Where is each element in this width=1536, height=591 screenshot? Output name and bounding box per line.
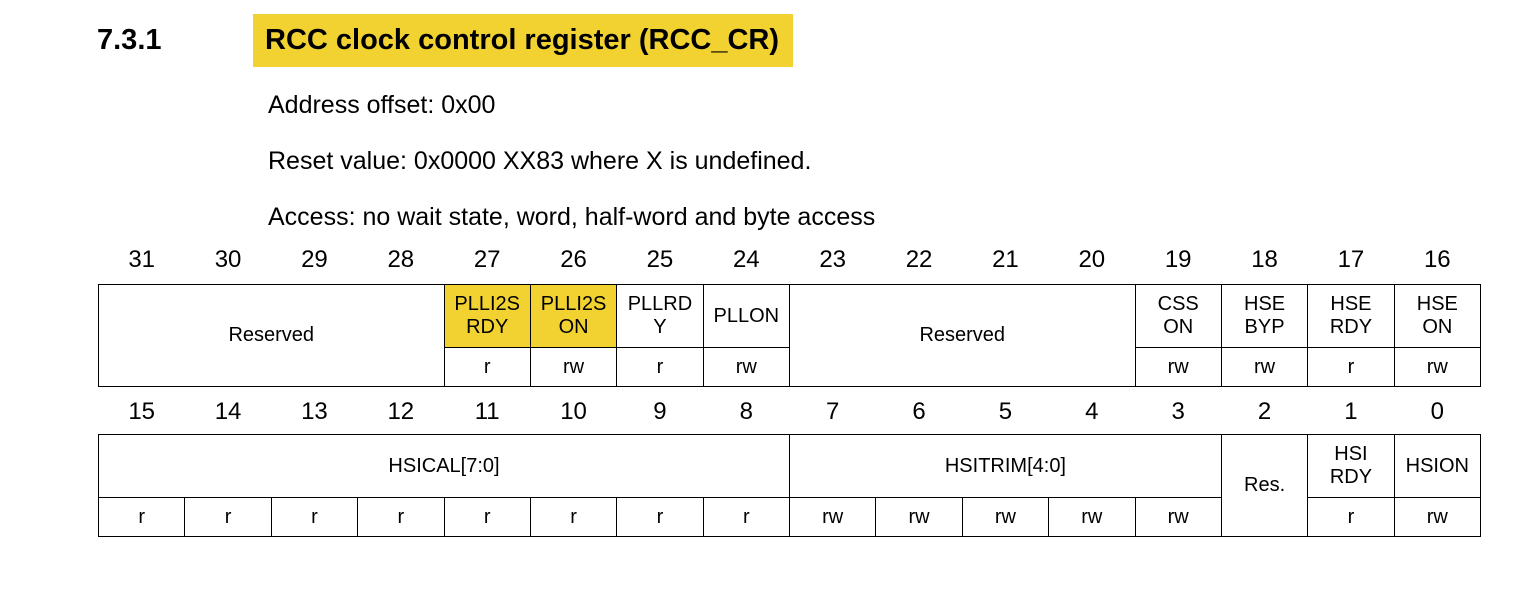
bit-number-16: 16 (1423, 246, 1451, 273)
field-plli2srdy: PLLI2S RDY (443, 284, 531, 348)
bit-number-25: 25 (646, 246, 674, 273)
bit-number-3: 3 (1171, 398, 1185, 425)
field-reserved-31-28: Reserved (98, 284, 445, 387)
field-reserved-23-20: Reserved (789, 284, 1136, 387)
register-description: Address offset: 0x00 Reset value: 0x0000… (268, 92, 1536, 230)
reset-value-line: Reset value: 0x0000 XX83 where X is unde… (268, 147, 812, 175)
bit-number-14: 14 (214, 398, 242, 425)
bit-number-2: 2 (1257, 398, 1272, 425)
field-hserdy: HSE RDY (1307, 284, 1395, 348)
bit-number-28: 28 (387, 246, 415, 273)
bit-number-29: 29 (301, 246, 328, 273)
bit-number-26: 26 (560, 246, 587, 273)
access-bit-26: rw (529, 347, 618, 387)
field-plli2son: PLLI2S ON (529, 284, 618, 348)
section-title: RCC clock control register (RCC_CR) (253, 14, 794, 67)
access-bit-19: rw (1134, 347, 1222, 387)
bit-number-13: 13 (301, 398, 328, 425)
bit-number-7: 7 (826, 398, 840, 425)
access-bit-1: r (1307, 497, 1395, 537)
access-bit-13: r (270, 497, 359, 537)
access-bit-15: r (97, 497, 186, 537)
bit-number-23: 23 (819, 246, 847, 273)
bit-number-12: 12 (387, 398, 415, 425)
address-offset-line: Address offset: 0x00 (268, 91, 496, 119)
bit-number-row-high: 31 30 29 28 27 26 25 24 23 22 21 20 19 1… (99, 230, 1481, 285)
access-bit-4: rw (1048, 497, 1136, 537)
access-bit-25: r (616, 347, 704, 387)
access-bit-3: rw (1134, 497, 1222, 537)
bit-number-27: 27 (473, 246, 501, 273)
access-bit-9: r (616, 497, 704, 537)
access-bit-7: rw (788, 497, 877, 537)
field-hsitrim: HSITRIM[4:0] (789, 434, 1222, 498)
access-bit-16: rw (1393, 347, 1482, 387)
access-bit-10: r (529, 497, 618, 537)
access-line: Access: no wait state, word, half-word a… (268, 203, 876, 231)
section-number: 7.3.1 (97, 24, 162, 56)
access-bit-17: r (1307, 347, 1395, 387)
bit-number-22: 22 (905, 246, 933, 273)
bit-number-9: 9 (653, 398, 667, 425)
access-bit-27: r (443, 347, 531, 387)
bit-number-row-low: 15 14 13 12 11 10 9 8 7 6 5 4 3 2 1 0 (99, 387, 1481, 435)
access-bit-12: r (357, 497, 445, 537)
access-row-low: r r r r r r r r rw rw rw rw rw r rw (97, 497, 1482, 537)
bit-number-21: 21 (992, 246, 1019, 273)
bit-number-18: 18 (1251, 246, 1278, 273)
access-row-high: r rw r rw rw rw r rw (99, 347, 1482, 387)
bit-number-5: 5 (998, 398, 1013, 425)
bit-number-19: 19 (1164, 246, 1192, 273)
register-bitfield-table: 31 30 29 28 27 26 25 24 23 22 21 20 19 1… (97, 230, 1482, 537)
access-bit-6: rw (875, 497, 963, 537)
access-bit-14: r (184, 497, 272, 537)
access-bit-8: r (702, 497, 791, 537)
bit-number-15: 15 (128, 398, 156, 425)
bit-number-4: 4 (1085, 398, 1099, 425)
field-hseon: HSE ON (1393, 284, 1482, 348)
access-bit-0: rw (1393, 497, 1482, 537)
field-reserved-2: Res. (1220, 434, 1309, 537)
bit-number-8: 8 (739, 398, 753, 425)
section-heading: 7.3.1 RCC clock control register (RCC_CR… (97, 14, 1536, 67)
field-row-low: HSICAL[7:0] HSITRIM[4:0] Res. HSI RDY HS… (98, 434, 1482, 537)
bit-number-6: 6 (912, 398, 926, 425)
bit-number-20: 20 (1078, 246, 1106, 273)
bit-number-17: 17 (1337, 246, 1365, 273)
bit-number-24: 24 (732, 246, 760, 273)
bit-number-30: 30 (214, 246, 242, 273)
bit-number-1: 1 (1344, 398, 1358, 425)
field-pllrdy: PLLRD Y (616, 284, 704, 348)
field-hsion: HSION (1393, 434, 1482, 498)
section-title-highlight: RCC clock control register (RCC_CR) (253, 14, 794, 67)
bit-number-11: 11 (474, 398, 500, 425)
field-row-high: Reserved PLLI2S RDY PLLI2S ON PLLRD Y PL… (98, 284, 1482, 387)
access-bit-11: r (443, 497, 531, 537)
bit-number-31: 31 (128, 246, 156, 273)
field-hsirdy: HSI RDY (1307, 434, 1395, 498)
field-pllon: PLLON (702, 284, 791, 348)
field-hsical: HSICAL[7:0] (98, 434, 790, 498)
bit-number-10: 10 (560, 398, 587, 425)
access-bit-24: rw (702, 347, 791, 387)
field-hsebyp: HSE BYP (1220, 284, 1309, 348)
access-bit-5: rw (961, 497, 1050, 537)
bit-number-0: 0 (1430, 398, 1444, 425)
access-bit-18: rw (1220, 347, 1309, 387)
field-csson: CSS ON (1134, 284, 1222, 348)
